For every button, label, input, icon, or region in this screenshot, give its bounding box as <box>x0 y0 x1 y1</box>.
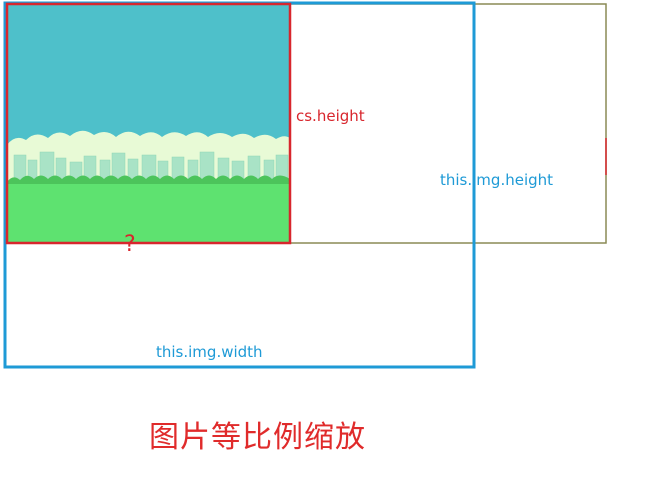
img-height-label: this.img.height <box>440 171 554 189</box>
cs-height-label: cs.height <box>296 107 365 125</box>
question-mark-label: ? <box>124 232 136 257</box>
game-background-image <box>7 5 290 243</box>
caption-title: 图片等比例缩放 <box>149 420 366 455</box>
canvas-rect <box>5 2 292 245</box>
img-width-label: this.img.width <box>156 343 263 361</box>
